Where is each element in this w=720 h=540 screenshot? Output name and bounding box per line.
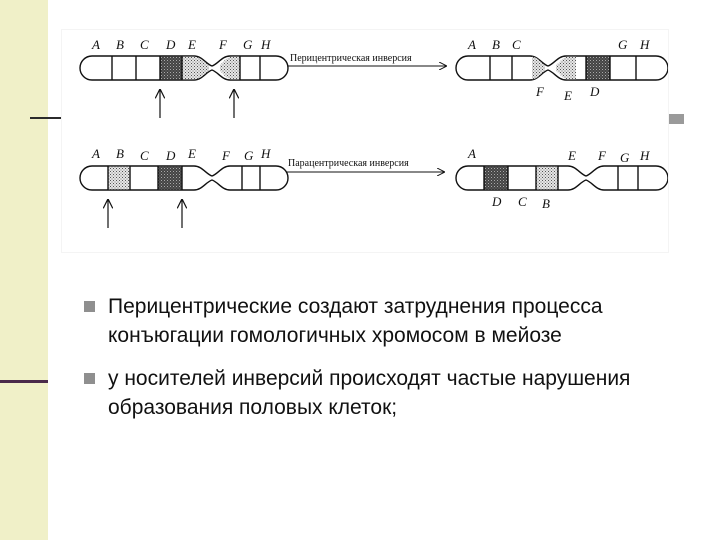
top-left-labels: A B C D E F G H <box>91 37 271 52</box>
svg-text:F: F <box>218 37 228 52</box>
bullet-text: у носителей инверсий происходят частые н… <box>108 367 631 419</box>
bottom-accent-line <box>0 380 48 383</box>
bottom-left-labels: A B C D E F G H <box>91 146 271 163</box>
left-decor-band <box>0 0 48 540</box>
svg-text:B: B <box>492 37 500 52</box>
svg-text:H: H <box>639 37 650 52</box>
breakpoint-arrows-top <box>160 90 234 118</box>
chromosome-top-right <box>455 55 668 81</box>
svg-text:D: D <box>165 148 176 163</box>
svg-text:C: C <box>140 148 149 163</box>
chromosome-top-left <box>79 55 289 81</box>
breakpoint-arrows-bottom <box>108 200 182 228</box>
bullet-list: Перицентрические создают затруднения про… <box>84 292 684 436</box>
chromosome-inversion-figure: A B C D E F G H Перицентрическая инверси… <box>62 30 668 252</box>
svg-text:B: B <box>542 196 550 211</box>
svg-text:B: B <box>116 37 124 52</box>
svg-text:E: E <box>567 148 576 163</box>
svg-text:D: D <box>589 84 600 99</box>
svg-text:G: G <box>620 150 630 165</box>
top-right-labels: A B C G H F E D <box>467 37 650 103</box>
chromosome-bottom-right <box>455 165 668 191</box>
svg-text:F: F <box>535 84 545 99</box>
svg-text:F: F <box>221 148 231 163</box>
svg-text:G: G <box>243 37 253 52</box>
svg-text:C: C <box>140 37 149 52</box>
svg-text:C: C <box>512 37 521 52</box>
svg-text:H: H <box>260 37 271 52</box>
bullet-marker-icon <box>84 301 95 312</box>
svg-text:F: F <box>597 148 607 163</box>
bottom-right-labels: A E F G H D C B <box>467 146 650 211</box>
pericentric-arrow: Перицентрическая инверсия <box>288 53 446 66</box>
svg-text:C: C <box>518 194 527 209</box>
svg-text:G: G <box>618 37 628 52</box>
svg-text:A: A <box>467 146 476 161</box>
bullet-item: Перицентрические создают затруднения про… <box>84 292 684 350</box>
paracentric-arrow: Парацентрическая инверсия <box>286 158 444 172</box>
svg-text:A: A <box>467 37 476 52</box>
svg-text:E: E <box>187 37 196 52</box>
svg-text:E: E <box>187 146 196 161</box>
svg-text:A: A <box>91 146 100 161</box>
svg-text:D: D <box>165 37 176 52</box>
top-accent-line <box>30 117 66 119</box>
bullet-marker-icon <box>84 373 95 384</box>
svg-text:G: G <box>244 148 254 163</box>
right-accent-block <box>668 114 684 124</box>
bullet-item: у носителей инверсий происходят частые н… <box>84 364 684 422</box>
svg-text:E: E <box>563 88 572 103</box>
inversion-diagram: A B C D E F G H Перицентрическая инверси… <box>79 37 668 228</box>
svg-text:A: A <box>91 37 100 52</box>
svg-text:Перицентрическая инверсия: Перицентрическая инверсия <box>290 53 412 64</box>
chromosome-bottom-left <box>79 165 289 191</box>
bullet-text: Перицентрические создают затруднения про… <box>108 295 603 347</box>
svg-text:B: B <box>116 146 124 161</box>
svg-text:Парацентрическая инверсия: Парацентрическая инверсия <box>288 158 409 169</box>
svg-text:D: D <box>491 194 502 209</box>
svg-text:H: H <box>260 146 271 161</box>
svg-text:H: H <box>639 148 650 163</box>
